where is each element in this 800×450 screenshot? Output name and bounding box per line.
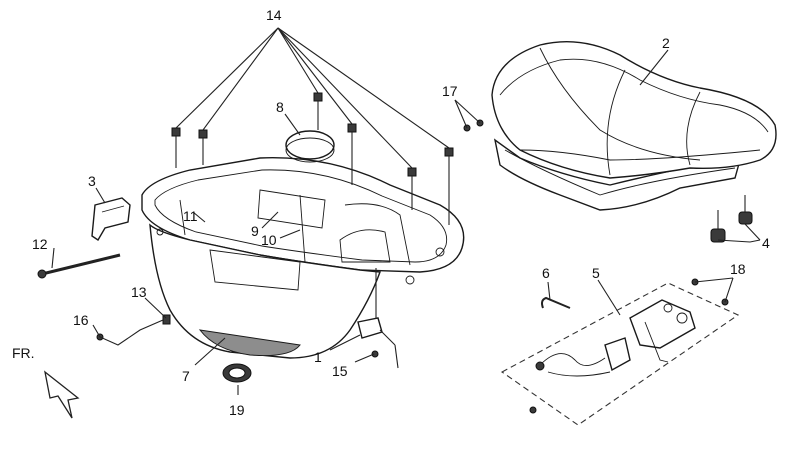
callout-18: 18 [730, 261, 746, 277]
leader-lines [51, 27, 761, 395]
seat-part [491, 41, 777, 211]
callout-19: 19 [229, 402, 245, 418]
fastener-parts [96, 119, 484, 369]
pin-part [541, 296, 571, 309]
callout-9: 9 [251, 223, 259, 239]
callout-3: 3 [88, 173, 96, 189]
callout-13: 13 [131, 284, 147, 300]
callout-1: 1 [314, 349, 322, 365]
callout-14: 14 [266, 7, 282, 23]
bracket-part [91, 197, 131, 241]
cap-part [285, 130, 335, 163]
callout-15: 15 [332, 363, 348, 379]
callout-2: 2 [662, 35, 670, 51]
callout-17: 17 [442, 83, 458, 99]
callout-5: 5 [592, 265, 600, 281]
seat-bumper-parts [710, 195, 753, 243]
grommet-part [222, 363, 252, 383]
callout-8: 8 [276, 99, 284, 115]
front-direction-indicator: FR. [12, 345, 80, 419]
callout-6: 6 [542, 265, 550, 281]
bolt-part [37, 253, 121, 279]
luggage-box-part [141, 157, 465, 359]
front-label: FR. [12, 345, 35, 361]
callout-16: 16 [73, 312, 89, 328]
callout-7: 7 [182, 368, 190, 384]
callout-labels: 1 2 3 4 5 6 7 8 9 10 11 12 13 14 15 16 1… [32, 7, 770, 418]
front-arrow-icon [44, 370, 80, 419]
callout-10: 10 [261, 232, 277, 248]
callout-12: 12 [32, 236, 48, 252]
callout-11: 11 [183, 208, 198, 224]
latch-assembly [500, 278, 740, 426]
callout-4: 4 [762, 235, 770, 251]
